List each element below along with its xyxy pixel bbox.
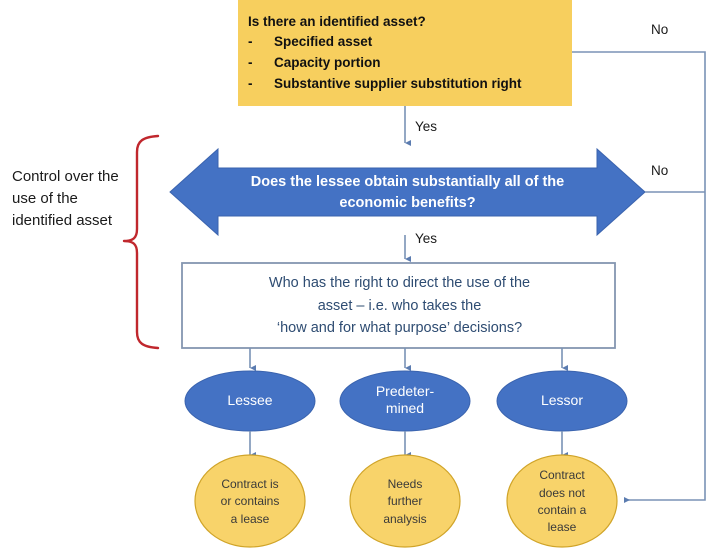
identified-asset-box <box>238 0 572 106</box>
connector-asset-no <box>572 51 706 503</box>
control-over-use-brace <box>122 134 160 350</box>
lessee-ellipse <box>184 370 316 432</box>
needs-further-analysis-ellipse <box>349 454 461 548</box>
lessor-ellipse <box>496 370 628 432</box>
contract-not-a-lease-ellipse <box>506 454 618 548</box>
direct-use-box <box>181 262 616 349</box>
predetermined-ellipse <box>339 370 471 432</box>
contract-is-a-lease-ellipse <box>194 454 306 548</box>
economic-benefits-arrow <box>169 147 646 237</box>
